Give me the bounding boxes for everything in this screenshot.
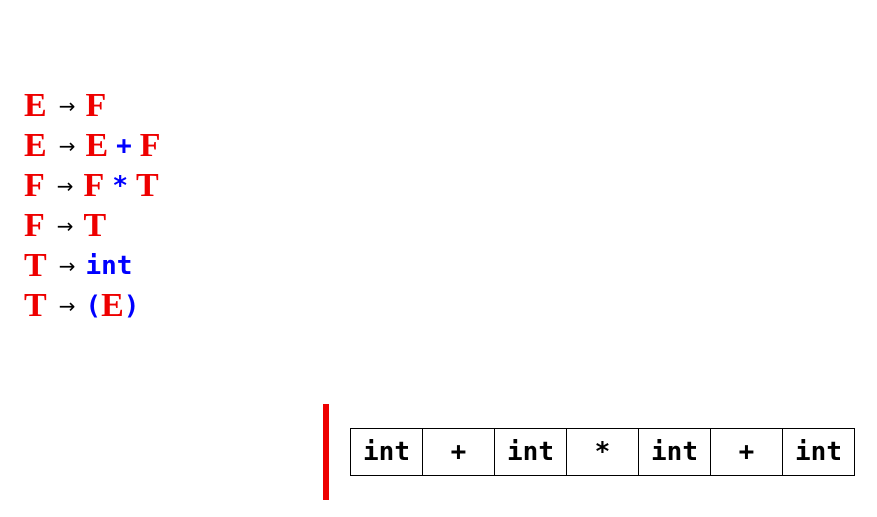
input-token-cell: int	[350, 428, 423, 476]
nonterminal-symbol: E	[85, 127, 109, 164]
rule-lhs: E	[24, 87, 47, 124]
nonterminal-symbol: T	[83, 207, 107, 244]
input-token-cell: int	[494, 428, 567, 476]
grammar-rule: F→F*T	[24, 166, 161, 206]
grammar-rule: E → F	[24, 86, 161, 126]
grammar-rule: F → T	[24, 206, 161, 246]
arrow-icon: →	[58, 254, 76, 278]
rule-lhs: T	[24, 287, 47, 324]
arrow-icon: →	[58, 134, 76, 158]
arrow-icon: →	[58, 94, 76, 118]
terminal-symbol: int	[85, 251, 133, 281]
arrow-icon: →	[58, 294, 76, 318]
terminal-symbol: *	[112, 171, 128, 201]
input-token-cell: +	[710, 428, 783, 476]
rule-lhs: F	[24, 167, 45, 204]
terminal-symbol: (	[85, 291, 102, 321]
rule-lhs: F	[24, 207, 45, 244]
input-token-cell: *	[566, 428, 639, 476]
nonterminal-symbol: F	[139, 127, 161, 164]
input-token-tape: int+int*int+int	[350, 428, 855, 476]
input-token-cell: +	[422, 428, 495, 476]
terminal-symbol: +	[116, 131, 132, 161]
grammar-rule: E→E+F	[24, 126, 161, 166]
input-token-cell: int	[782, 428, 855, 476]
nonterminal-symbol: F	[85, 87, 107, 124]
terminal-symbol: )	[123, 291, 140, 321]
grammar-rule: T → (E)	[24, 286, 161, 326]
nonterminal-symbol: F	[83, 167, 105, 204]
nonterminal-symbol: T	[135, 167, 159, 204]
nonterminal-symbol: E	[101, 287, 124, 324]
rule-lhs: T	[24, 247, 47, 284]
input-token-cell: int	[638, 428, 711, 476]
parse-position-marker	[323, 404, 329, 500]
arrow-icon: →	[56, 174, 74, 198]
grammar-rule: T → int	[24, 246, 161, 286]
rule-lhs: E	[24, 127, 47, 164]
arrow-icon: →	[56, 214, 74, 238]
